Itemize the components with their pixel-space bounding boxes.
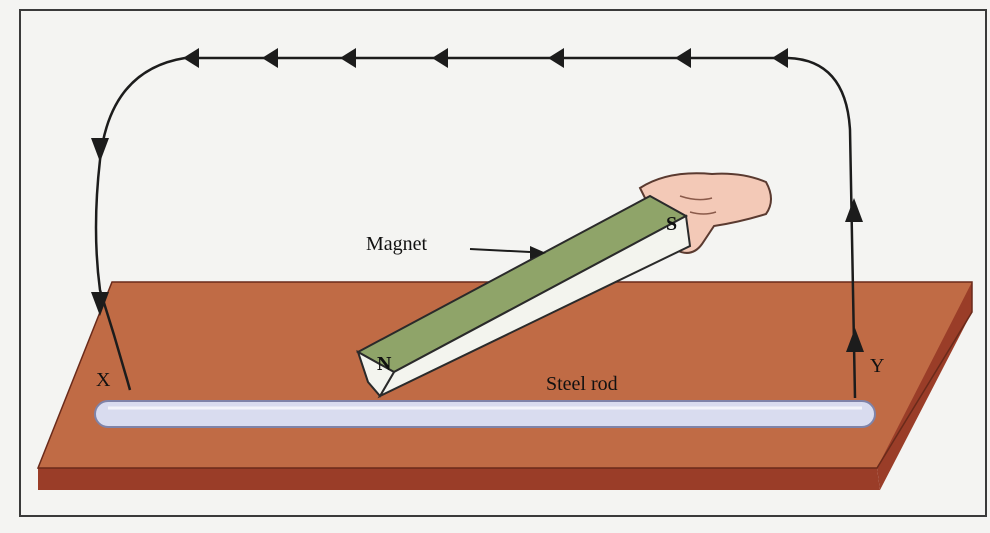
end-x-label: X (96, 369, 111, 391)
arrow-icon (91, 138, 109, 162)
arrow-icon (340, 48, 356, 68)
figure-frame (19, 9, 987, 517)
board-right-edge (877, 282, 972, 490)
north-pole-label: N (377, 353, 392, 375)
steel-rod-label: Steel rod (546, 373, 618, 395)
arrow-icon (548, 48, 564, 68)
board-front-edge (38, 468, 880, 490)
bar-magnet (355, 194, 692, 399)
arrow-icon (183, 48, 199, 68)
steel-rod-body (94, 400, 876, 428)
pointer-arrow-icon (530, 246, 546, 259)
hand-finger-lines (679, 195, 717, 215)
south-pole-label: S (666, 213, 677, 235)
board-outline (36, 281, 973, 469)
stroke-path-arrows (91, 48, 864, 352)
magnet-label: Magnet (366, 233, 428, 255)
end-y-label: Y (870, 355, 884, 377)
arrow-icon (845, 198, 863, 222)
steel-rod (94, 400, 876, 428)
magnet-pointer-line (469, 248, 531, 253)
arrow-icon (432, 48, 448, 68)
arrow-icon (772, 48, 788, 68)
arrow-icon (262, 48, 278, 68)
arrow-icon (846, 328, 864, 352)
arrow-icon (91, 292, 109, 316)
magnet-end-face (356, 349, 396, 398)
arrow-icon (675, 48, 691, 68)
